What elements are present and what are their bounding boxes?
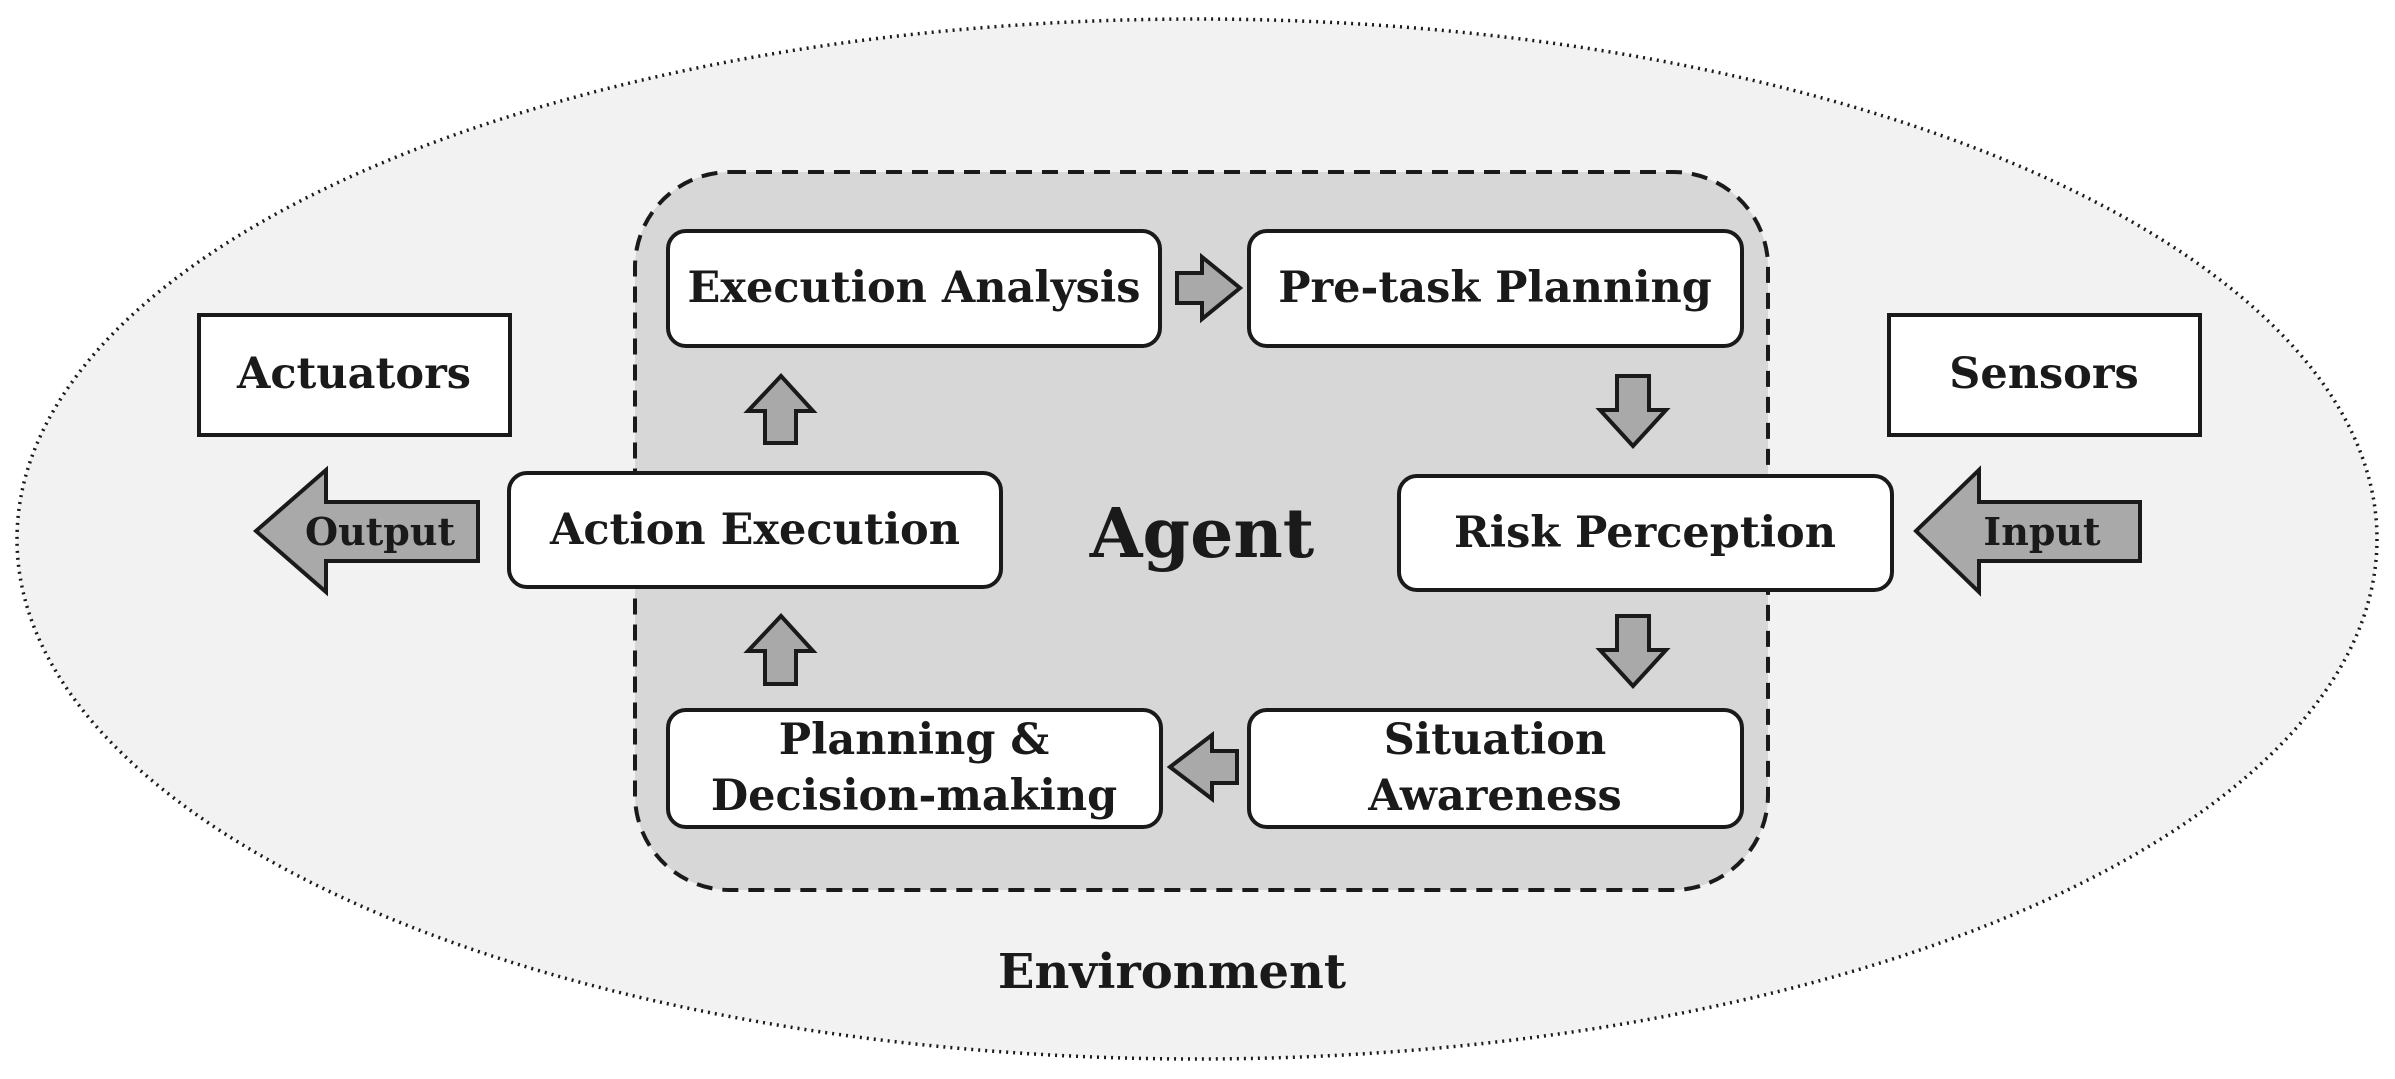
input-arrow-icon: [1913, 465, 2142, 597]
action-execution-box: [507, 471, 1003, 589]
pre-task-planning-box: [1247, 229, 1744, 348]
situation-awareness-box: [1247, 708, 1744, 829]
sensors-label: Sensors: [1949, 349, 2138, 399]
execution-analysis-label: Execution Analysis: [688, 263, 1141, 313]
planning-decision-box: [666, 708, 1163, 829]
arrow-left-icon: [1166, 730, 1239, 804]
sensors-box: [1887, 313, 2202, 437]
arrow-up-icon: [743, 613, 818, 686]
actuators-label: Actuators: [236, 349, 471, 399]
action-execution-label: Action Execution: [549, 505, 960, 555]
pre-task-planning-label: Pre-task Planning: [1278, 263, 1712, 313]
agent-label: Agent: [1089, 494, 1315, 574]
risk-perception-label: Risk Perception: [1454, 508, 1836, 558]
actuators-box: [197, 313, 512, 437]
output-label: Output: [305, 509, 455, 554]
execution-analysis-box: [666, 229, 1162, 348]
situation-awareness-label-line2: Awareness: [1367, 771, 1622, 821]
planning-decision-label-line1: Planning &: [779, 715, 1050, 765]
environment-label: Environment: [998, 944, 1346, 1000]
input-label: Input: [1983, 509, 2101, 554]
situation-awareness-label-line1: Situation: [1384, 715, 1607, 765]
arrow-up-icon: [743, 373, 818, 445]
planning-decision-label-line2: Decision-making: [711, 771, 1117, 821]
arrow-down-icon: [1595, 614, 1671, 689]
arrow-down-icon: [1595, 374, 1671, 449]
risk-perception-box: [1397, 474, 1894, 592]
arrow-right-icon: [1175, 252, 1244, 324]
output-arrow-icon: [252, 465, 480, 597]
